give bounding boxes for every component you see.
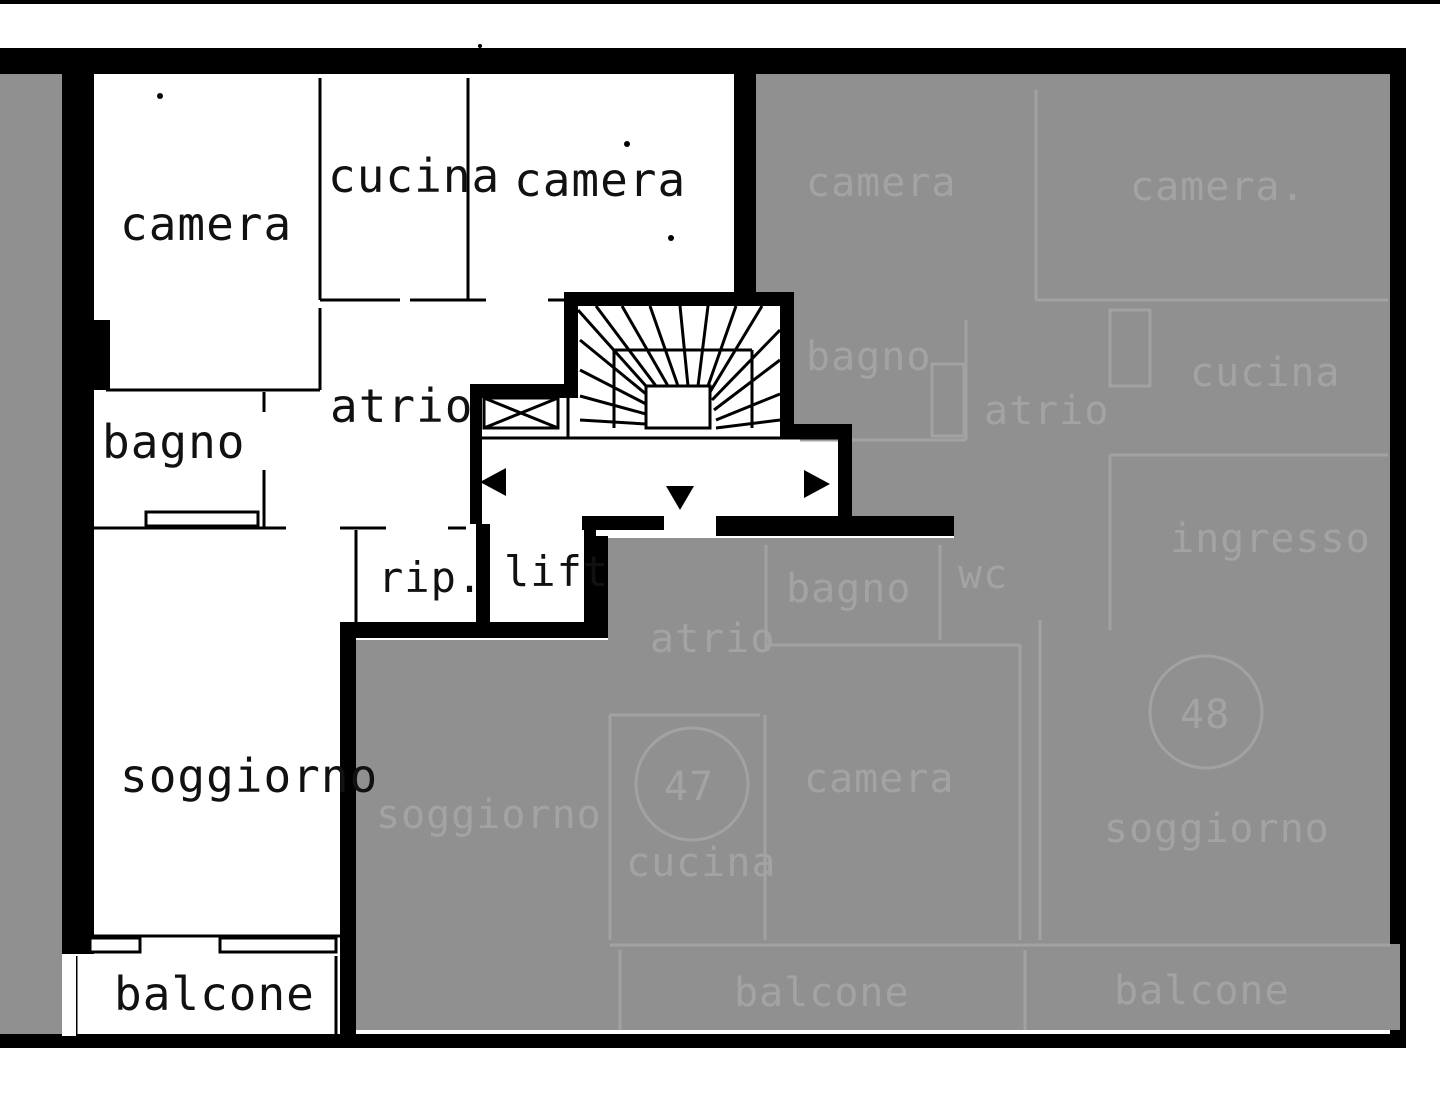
ghost-label-camera-1: camera xyxy=(806,160,957,206)
ghost-label-atrio-1: atrio xyxy=(984,388,1109,434)
ghost-label-soggiorno-2: soggiorno xyxy=(1104,806,1330,852)
room-label-camera-right: camera xyxy=(514,153,686,207)
ghost-label-cucina-1: cucina xyxy=(1190,350,1341,396)
fixtures xyxy=(62,510,338,1036)
arrow-down-icon xyxy=(666,486,694,510)
stair-arrows xyxy=(480,468,830,510)
left-neighbour-unit xyxy=(0,74,62,954)
room-label-balcone: balcone xyxy=(114,967,315,1021)
ghost-label-unit-48: 48 xyxy=(1180,692,1230,738)
ghost-label-atrio-2: atrio xyxy=(650,616,775,662)
ghost-label-soggiorno-1: soggiorno xyxy=(376,792,602,838)
ghost-label-unit-47: 47 xyxy=(664,764,714,810)
marker-dots xyxy=(157,44,674,241)
room-label-ripostiglio: rip. xyxy=(378,553,483,602)
masked-ghost-walls xyxy=(608,90,1390,1030)
ghost-label-balcone-1: balcone xyxy=(734,970,910,1016)
room-label-atrio: atrio xyxy=(330,379,473,433)
ghost-label-camera-2: camera. xyxy=(1130,164,1306,210)
staircase xyxy=(482,305,840,440)
ghost-label-camera-3: camera xyxy=(804,756,955,802)
ghost-label-bagno-2: bagno xyxy=(786,566,911,612)
ghost-label-cucina-2: cucina xyxy=(626,840,777,886)
room-label-soggiorno: soggiorno xyxy=(120,749,378,803)
arrow-left-icon xyxy=(480,468,506,496)
room-labels: camera cucina camera atrio bagno rip. li… xyxy=(102,149,686,1021)
room-label-cucina: cucina xyxy=(328,149,500,203)
structural-walls xyxy=(340,74,954,1042)
room-label-camera-left: camera xyxy=(120,197,292,251)
masked-neighbour-area xyxy=(356,74,1400,1030)
room-label-bagno: bagno xyxy=(102,415,245,469)
room-label-lift: lift xyxy=(504,547,609,596)
ghost-label-wc: wc xyxy=(958,552,1008,598)
ghost-label-bagno-1: bagno xyxy=(806,334,931,380)
top-border xyxy=(0,0,1440,4)
ghost-label-balcone-2: balcone xyxy=(1114,968,1290,1014)
masked-ghost-labels: camera camera. bagno atrio cucina ingres… xyxy=(376,160,1371,1016)
ghost-label-ingresso: ingresso xyxy=(1170,516,1371,562)
arrow-right-icon xyxy=(804,470,830,498)
